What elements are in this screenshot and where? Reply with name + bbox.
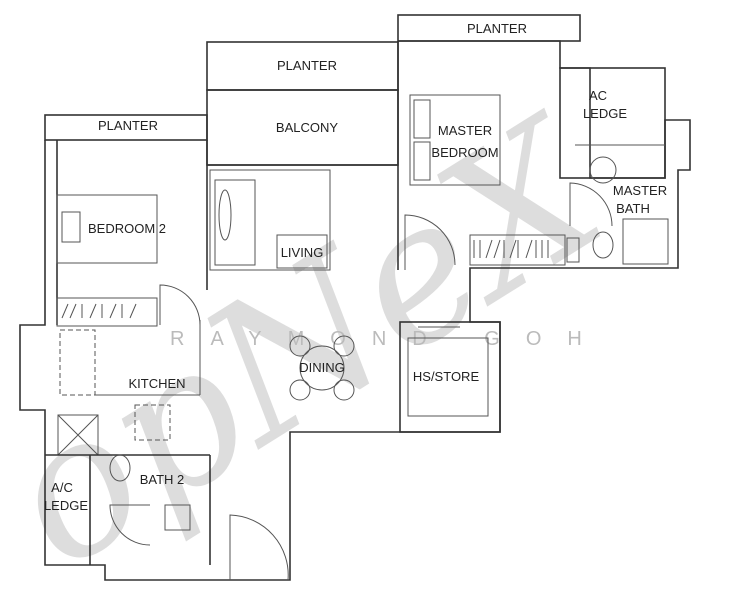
hs-store <box>399 321 501 433</box>
shower-icon <box>566 237 580 263</box>
bed-master <box>409 94 501 186</box>
door-bedroom2 <box>159 284 201 326</box>
pillow-icon <box>413 141 431 181</box>
armchair-icon <box>218 189 232 241</box>
label-dining: DINING <box>299 360 345 375</box>
basin-icon <box>589 156 617 184</box>
label-planter-mid: PLANTER <box>277 58 337 73</box>
label-balcony: BALCONY <box>276 120 338 135</box>
label-ac-ledge-2: LEDGE <box>583 106 627 121</box>
hangers-icon <box>473 239 549 259</box>
label-bath2: BATH 2 <box>140 472 185 487</box>
label-ac-ledge-1: AC <box>589 88 607 103</box>
label-master-bedroom-1: MASTER <box>438 123 492 138</box>
label-ac-ledge-left-2: LEDGE <box>44 498 88 513</box>
door-master-bath <box>569 182 613 227</box>
shower-tray <box>622 218 669 265</box>
label-ac-ledge-left-1: A/C <box>51 480 73 495</box>
basin-icon <box>164 504 191 531</box>
label-planter-top-right: PLANTER <box>467 21 527 36</box>
label-living: LIVING <box>281 245 324 260</box>
counter-dashed <box>59 329 96 396</box>
toilet-icon <box>109 454 131 482</box>
fridge-dashed <box>134 404 171 441</box>
washer-cross <box>57 414 99 456</box>
wardrobe-bedroom2 <box>56 297 158 327</box>
toilet-icon <box>592 231 614 259</box>
bed-bedroom2 <box>56 194 158 264</box>
pillow-icon <box>413 99 431 139</box>
label-master-bedroom-2: BEDROOM <box>431 145 498 160</box>
watermark-credit: RAYMOND GOH <box>170 328 608 350</box>
label-planter-left: PLANTER <box>98 118 158 133</box>
entrance-door[interactable] <box>229 514 289 581</box>
planter-left <box>44 114 208 141</box>
label-hs-store: HS/STORE <box>413 369 480 384</box>
sofa-seat <box>214 179 256 266</box>
label-master-bath-2: BATH <box>616 201 650 216</box>
living-table <box>276 234 328 269</box>
dining-table <box>289 335 355 401</box>
wardrobe-master <box>469 234 566 266</box>
label-kitchen: KITCHEN <box>128 376 185 391</box>
pillow-icon <box>61 211 81 243</box>
hs-store-inner <box>407 337 489 417</box>
label-master-bath-1: MASTER <box>613 183 667 198</box>
sofa <box>209 169 331 271</box>
door-master-bedroom <box>404 214 456 270</box>
hangers-icon <box>61 303 137 319</box>
label-bedroom2: BEDROOM 2 <box>88 221 166 236</box>
door-bath2 <box>109 504 151 546</box>
ac-ledge-master <box>559 67 666 179</box>
